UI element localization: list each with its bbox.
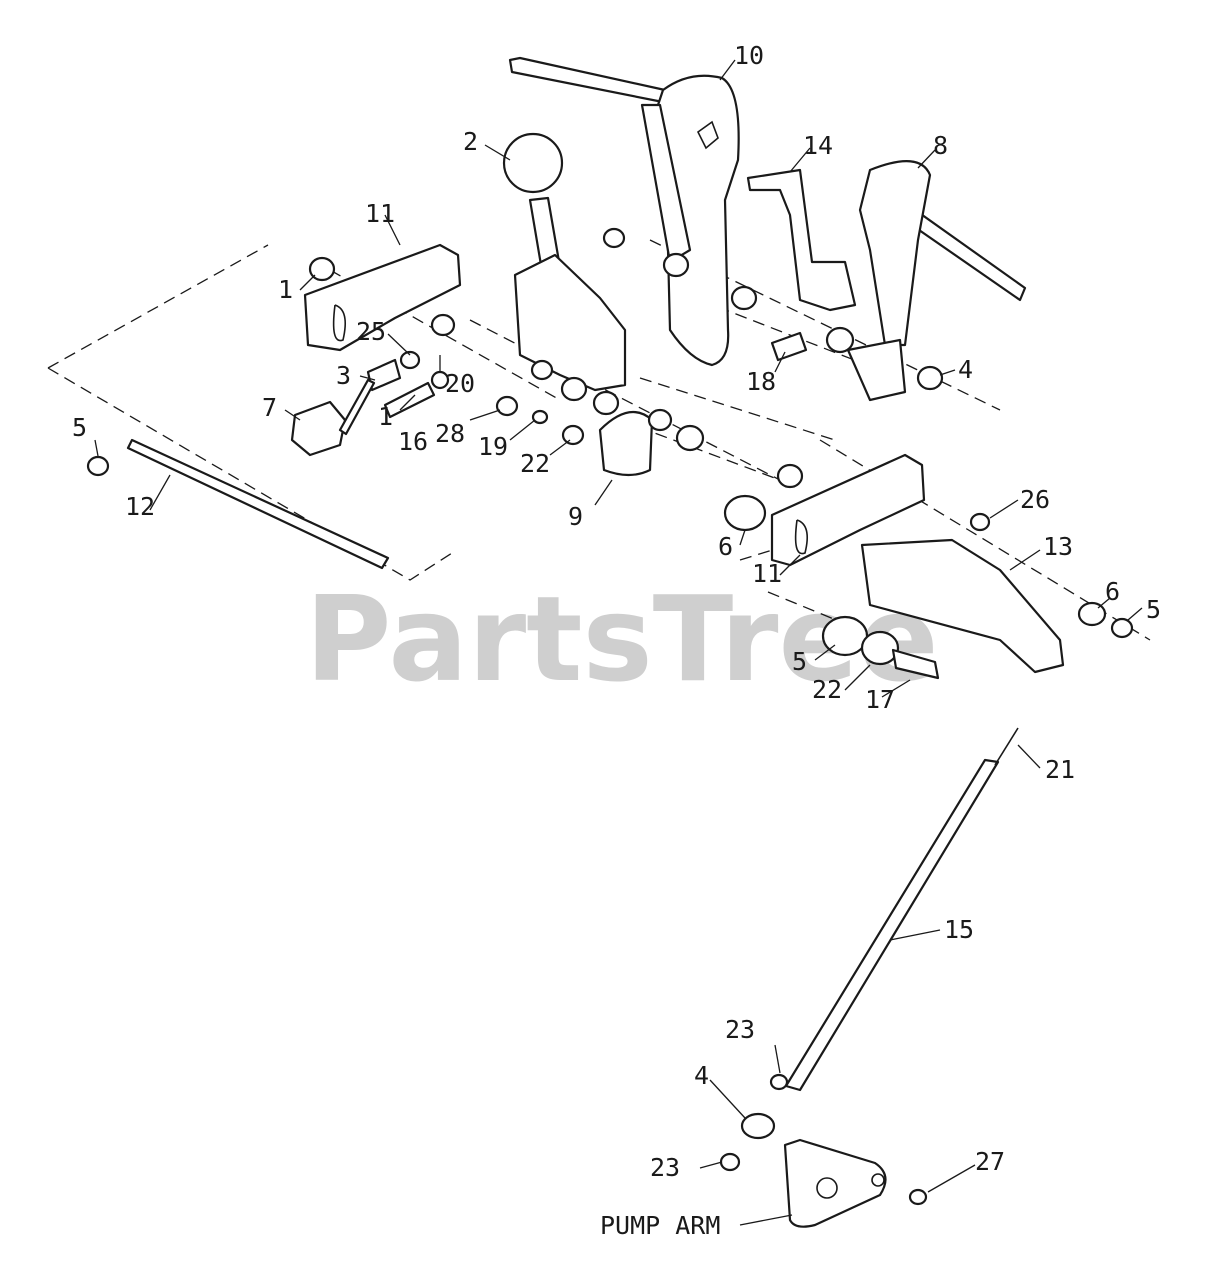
callout-7: 7 bbox=[262, 393, 277, 422]
callout-3: 3 bbox=[336, 361, 351, 390]
callout-20: 20 bbox=[445, 369, 475, 398]
callout-11-top: 11 bbox=[365, 199, 395, 228]
callout-25: 25 bbox=[356, 317, 386, 346]
callout-12: 12 bbox=[125, 492, 155, 521]
part-8-lever bbox=[846, 160, 1027, 402]
callout-13: 13 bbox=[1043, 532, 1073, 561]
part-12-rod bbox=[126, 438, 390, 570]
callout-26: 26 bbox=[1020, 485, 1050, 514]
part-15-rod bbox=[784, 758, 1000, 1092]
pump-arm-label: PUMP ARM bbox=[600, 1211, 720, 1240]
callout-6: 6 bbox=[718, 532, 733, 561]
callout-28: 28 bbox=[435, 419, 465, 448]
callout-5-bottom: 5 bbox=[792, 647, 807, 676]
pump-arm bbox=[783, 1138, 887, 1228]
callout-11-right: 11 bbox=[752, 559, 782, 588]
part-23-upper bbox=[769, 1073, 789, 1091]
part-7-nut bbox=[290, 400, 347, 457]
part-14-bracket bbox=[746, 168, 857, 312]
part-27-clip bbox=[908, 1188, 928, 1206]
callout-23-lower: 23 bbox=[650, 1153, 680, 1182]
callout-labels: 2 10 14 8 11 1 25 3 7 1 16 20 28 19 22 9… bbox=[72, 41, 1161, 1240]
callout-19: 19 bbox=[478, 432, 508, 461]
callout-22-bottom: 22 bbox=[812, 675, 842, 704]
part-23-lower bbox=[719, 1152, 741, 1172]
callout-5-left: 5 bbox=[72, 413, 87, 442]
part-10-lever bbox=[508, 56, 740, 367]
part-11-side-plate-left bbox=[303, 243, 462, 352]
callout-23-upper: 23 bbox=[725, 1015, 755, 1044]
callout-16: 16 bbox=[398, 427, 428, 456]
callout-14: 14 bbox=[803, 131, 833, 160]
leader-lines bbox=[94, 59, 1143, 1226]
part-4-swivel bbox=[740, 1112, 776, 1140]
callout-10: 10 bbox=[734, 41, 764, 70]
callout-1b: 1 bbox=[378, 402, 393, 431]
callout-2: 2 bbox=[463, 127, 478, 156]
callout-5-right: 5 bbox=[1146, 595, 1161, 624]
callout-6b: 6 bbox=[1105, 577, 1120, 606]
callout-18: 18 bbox=[746, 367, 776, 396]
callout-8: 8 bbox=[933, 131, 948, 160]
callout-22-top: 22 bbox=[520, 449, 550, 478]
callout-27: 27 bbox=[975, 1147, 1005, 1176]
part-21-pin bbox=[994, 727, 1019, 766]
callout-21: 21 bbox=[1045, 755, 1075, 784]
callout-15: 15 bbox=[944, 915, 974, 944]
callout-17: 17 bbox=[865, 685, 895, 714]
part-9-disc bbox=[598, 410, 654, 477]
callout-1: 1 bbox=[278, 275, 293, 304]
callout-4: 4 bbox=[694, 1061, 709, 1090]
part-2-knob bbox=[502, 132, 564, 194]
center-mounting-plate bbox=[513, 253, 627, 392]
part-13-bracket bbox=[860, 538, 1065, 674]
assembly-axis-lines bbox=[329, 239, 1151, 641]
callout-4-top: 4 bbox=[958, 355, 973, 384]
part-11-side-plate-right bbox=[770, 453, 926, 567]
reference-plane-left bbox=[47, 244, 453, 581]
callout-9: 9 bbox=[568, 502, 583, 531]
